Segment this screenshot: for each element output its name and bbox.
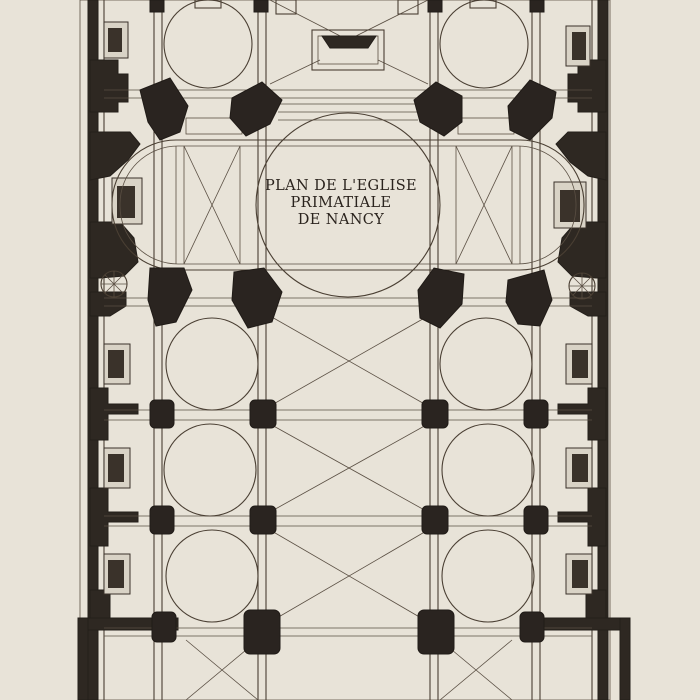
- spiral-staircase-right: [568, 272, 596, 300]
- side-altars-right: [553, 25, 593, 595]
- nave-vaults: [185, 315, 513, 700]
- transept: [111, 112, 585, 298]
- aisle-lines: [153, 0, 541, 700]
- crossing-piers: [139, 77, 557, 329]
- spiral-staircase-left: [100, 270, 128, 298]
- plate-border: [79, 0, 611, 700]
- left-buttresses: [89, 59, 141, 619]
- plan-title-line-1: PLAN DE L'EGLISE: [265, 178, 417, 194]
- plan-title-line-2: PRIMATIALE: [290, 195, 391, 211]
- transverse-arches: [104, 89, 592, 637]
- plan-title-line-3: DE NANCY: [298, 212, 385, 228]
- aisle-domes: [163, 0, 535, 623]
- side-altars-left: [103, 21, 143, 595]
- nave-piers: [149, 0, 549, 655]
